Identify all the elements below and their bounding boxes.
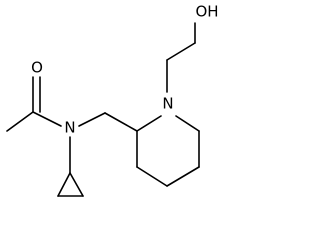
bond-cyclopropyl-3 <box>69 172 84 197</box>
atom-label-hydroxyl: OH <box>195 3 218 21</box>
bond-ring-n-c2 <box>136 115 162 132</box>
atom-label-piperidine-nitrogen: N <box>162 95 173 113</box>
bond-carbonyl-amide-n <box>32 111 62 127</box>
bond-ring-c6-n <box>175 115 200 132</box>
structural-formula: O N N OH <box>6 3 219 197</box>
bond-ethyl-chain <box>166 42 196 61</box>
atom-label-carbonyl-oxygen: O <box>31 59 43 77</box>
bond-ring-c3-c4 <box>136 166 168 187</box>
bond-methylene-ring <box>104 112 138 132</box>
atom-label-amide-nitrogen: N <box>64 119 75 137</box>
bond-amide-n-methylene <box>78 112 106 127</box>
bonds <box>6 22 200 197</box>
bond-methyl-carbonyl <box>6 111 34 132</box>
bond-ring-c4-c5 <box>166 166 200 187</box>
atom-labels: O N N OH <box>31 3 218 137</box>
bond-cyclopropyl-1 <box>57 172 71 197</box>
